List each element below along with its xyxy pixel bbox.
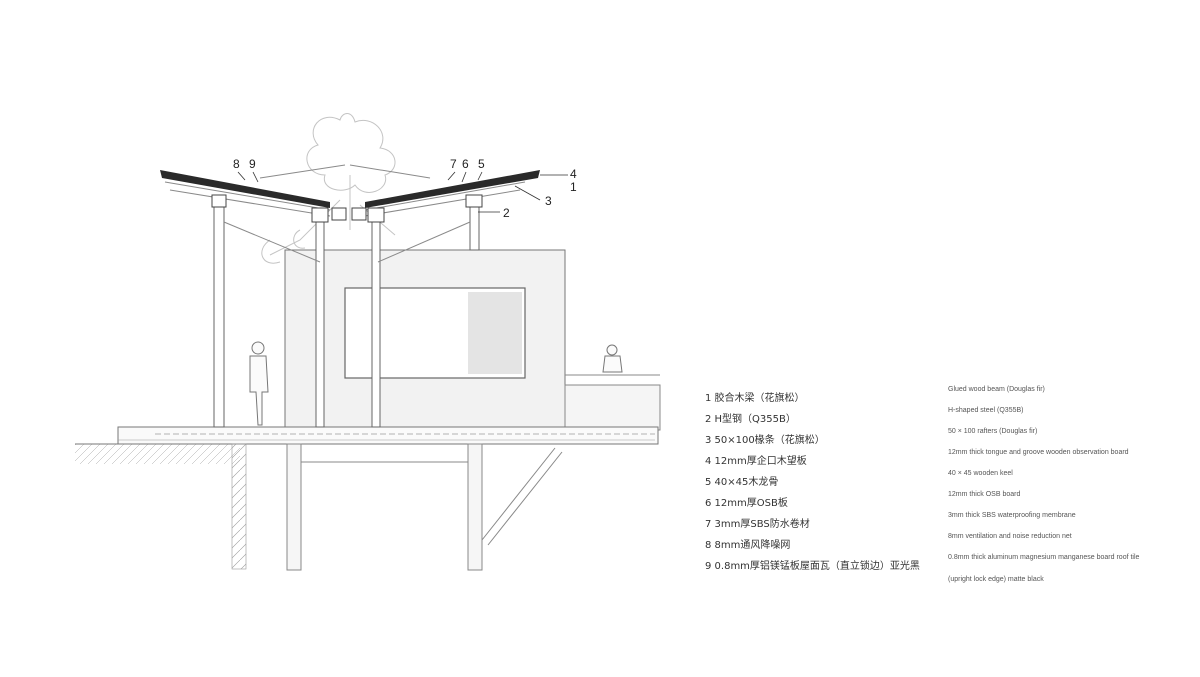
legend-item-5-en: 40 × 45 wooden keel [948,470,1013,477]
side-terrace [564,384,661,431]
roof-rafters [164,164,526,263]
window-shade [468,292,522,374]
roof-sheeting [160,170,540,208]
person-figure-terrace [602,344,623,373]
legend-item-9-en: 0.8mm thick aluminum magnesium manganese… [948,554,1140,561]
callout-8: 8 [233,157,240,171]
underdeck-structure [286,443,563,571]
deck-platform [117,426,659,445]
person-figure [249,341,269,426]
callout-3: 3 [545,194,552,208]
callout-2: 2 [503,206,510,220]
legend-item-8-cn: 8 8mm通风降噪网 [705,540,791,551]
legend-item-1-cn: 1 胶合木梁（花旗松） [705,393,805,404]
callout-1: 1 [570,180,577,194]
legend-item-5-cn: 5 40×45木龙骨 [705,477,779,488]
legend-item-4-cn: 4 12mm厚企口木望板 [705,456,807,467]
legend-item-8-en: 8mm ventilation and noise reduction net [948,533,1072,540]
legend-item-6-en: 12mm thick OSB board [948,491,1021,498]
beam-connectors [211,194,483,223]
legend-item-1-en: Glued wood beam (Douglas fir) [948,386,1045,393]
callout-6: 6 [462,157,469,171]
legend-item-9-cn: 9 0.8mm厚铝镁锰板屋面瓦（直立锁边）亚光黑 [705,561,920,572]
legend-item-4-en: 12mm thick tongue and groove wooden obse… [948,449,1129,456]
callout-leaders [237,171,568,213]
callout-5: 5 [478,157,485,171]
legend-item-2-cn: 2 H型钢（Q355B） [705,414,796,425]
legend-item-6-cn: 6 12mm厚OSB板 [705,498,788,509]
legend-item-3-en: 50 × 100 rafters (Douglas fir) [948,428,1038,435]
section-drawing: 8 9 7 6 5 4 1 2 3 [75,113,661,571]
callout-4: 4 [570,167,577,181]
steel-columns [213,204,480,428]
legend-item-9-en-cont: (upright lock edge) matte black [948,576,1044,583]
legend-item-7-en: 3mm thick SBS waterproofing membrane [948,512,1076,519]
callout-9: 9 [249,157,256,171]
legend-item-7-cn: 7 3mm厚SBS防水卷材 [705,519,810,530]
callout-7: 7 [450,157,457,171]
legend-item-3-cn: 3 50×100椽条（花旗松） [705,435,825,446]
legend-item-2-en: H-shaped steel (Q355B) [948,407,1024,414]
ground-line [75,443,247,570]
